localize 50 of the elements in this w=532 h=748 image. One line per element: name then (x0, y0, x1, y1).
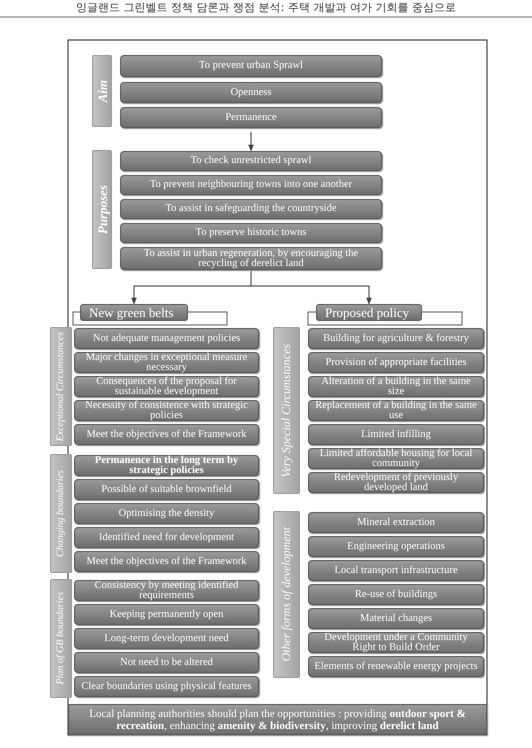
side-label-band: Plan of GB boundaries (50, 579, 72, 698)
item-box: Material changes (308, 608, 484, 629)
item-box: To prevent neighbouring towns into one another (120, 175, 382, 195)
side-label-band: Very Special Circumstances (273, 327, 300, 494)
item-box: Meet the objectives of the Framework (74, 424, 259, 445)
item-box: Possible of suitable brownfield (74, 479, 259, 500)
item-box: To preserve historic towns (120, 223, 382, 243)
item-box: Replacement of a building in the same use (308, 400, 484, 421)
side-label-band: Aim (92, 55, 112, 127)
item-box: Not adequate management policies (74, 328, 259, 349)
item-box: Openness (120, 82, 382, 103)
item-box: Re-use of buildings (308, 584, 484, 605)
item-box: Elements of renewable energy projects (308, 656, 484, 677)
item-box: Mineral extraction (308, 512, 484, 533)
item-box: Limited affordable housing for local community (308, 448, 484, 469)
item-box: Building for agriculture & forestry (308, 328, 484, 349)
item-box: Major changes in exceptional measure necessary (74, 352, 259, 373)
side-label-band: Other forms of development (273, 511, 300, 678)
side-label-band: Purposes (92, 150, 112, 269)
arrow (250, 270, 372, 305)
item-box: Development under a Community Right to Build Order (308, 632, 484, 653)
item-box: Necessity of consistence with strategic policies (74, 400, 259, 421)
running-header: 잉글랜드 그린벨트 정책 담론과 쟁점 분석: 주택 개발과 여가 기회를 중심으로 (75, 1, 457, 14)
item-box: To prevent urban Sprawl (120, 55, 382, 77)
item-box: Alteration of a building in the same size (308, 376, 484, 397)
item-box: Identified need for development (74, 527, 259, 548)
item-box: Provision of appropriate facilities (308, 352, 484, 373)
item-box: To assist in urban regeneration, by encouraging the recycling of derelict land (120, 247, 382, 270)
item-box: Engineering operations (308, 536, 484, 557)
item-box: Limited infilling (308, 424, 484, 445)
item-box: To assist in safeguarding the countryside (120, 199, 382, 219)
arrow (248, 132, 254, 152)
item-box: Keeping permanently open (74, 604, 259, 625)
category-header: New green belts (80, 304, 188, 321)
item-box: Permanence in the long term by strategic policies (74, 455, 259, 476)
item-box: Local transport infrastructure (308, 560, 484, 581)
item-box: Consistency by meeting identified requirements (74, 580, 259, 601)
side-label-band: Exceptional Circumstances (50, 327, 72, 446)
side-label-band: Changing boundaries (50, 454, 72, 573)
item-box: Consequences of the proposal for sustainable development (74, 376, 259, 397)
item-box: Optimising the density (74, 503, 259, 524)
item-box: To check unrestricted sprawl (120, 151, 382, 171)
item-box: Not need to be altered (74, 652, 259, 673)
item-box: Clear boundaries using physical features (74, 676, 259, 697)
summary-bar: Local planning authorities should plan the opportunities : providing outdoor sport & recreation, enhancing amenity & biodiversity, improving derelict land (68, 704, 487, 735)
category-header: Proposed policy (316, 304, 422, 321)
item-box: Redevelopment of previously developed land (308, 472, 484, 493)
item-box: Permanence (120, 107, 382, 128)
item-box: Meet the objectives of the Framework (74, 551, 259, 572)
item-box: Long-term development need (74, 628, 259, 649)
